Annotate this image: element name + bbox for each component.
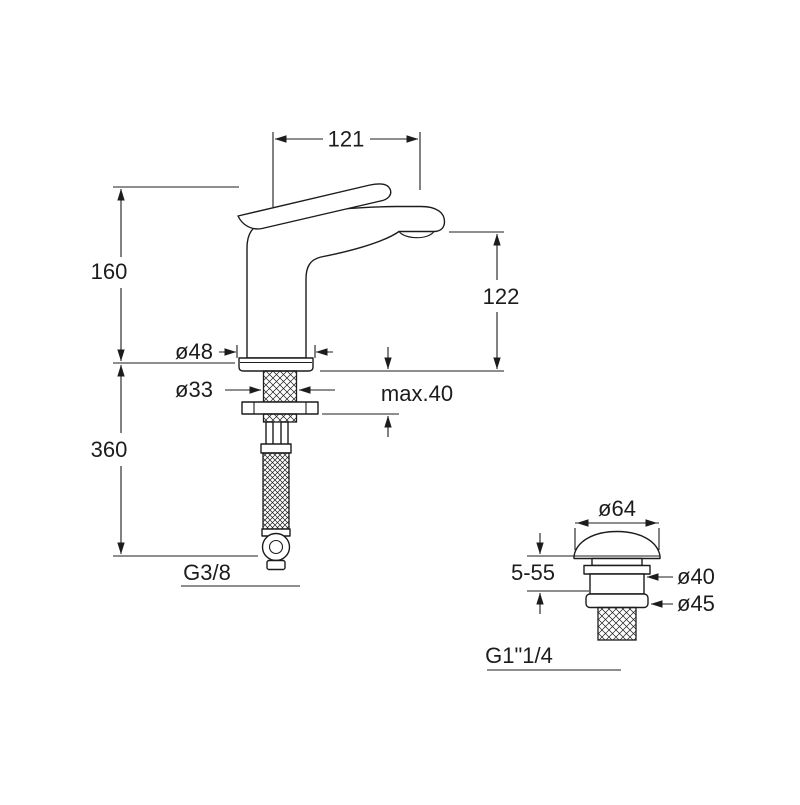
shank-diameter-label: ø33 (175, 377, 213, 402)
mixer-front-view (237, 183, 446, 571)
faucet-body-spout (246, 205, 446, 359)
waste-thread-label: G1"1/4 (485, 643, 553, 668)
flange-diameter-label: ø45 (677, 591, 715, 616)
dimension-total-height: 360 (91, 364, 258, 557)
neck-diameter-label: ø40 (677, 564, 715, 589)
dimension-neck-diameter: ø40 (646, 564, 715, 589)
clamp-range-label: 5-55 (511, 560, 555, 585)
handle-lever (237, 183, 392, 230)
dimension-height-to-top: 160 (91, 186, 239, 364)
dimension-max-mounting: max.40 (322, 347, 453, 437)
supply-tail-right (280, 421, 289, 447)
waste-collar (591, 557, 643, 567)
cap-diameter-label: ø64 (598, 496, 636, 521)
max-mounting-label: max.40 (381, 381, 453, 406)
base-flange (238, 357, 314, 372)
waste-lower-flange (585, 593, 649, 609)
hose-ferrule-top (260, 443, 292, 454)
waste-thread-tail (597, 606, 637, 641)
flexible-hose (262, 452, 290, 531)
dimension-cap-diameter: ø64 (574, 496, 660, 550)
mounting-nut (241, 401, 319, 415)
total-height-label: 360 (91, 437, 128, 462)
dimension-flange-diameter: ø45 (650, 591, 715, 616)
dimension-spout-height: 122 (320, 231, 520, 372)
aerator-icon (398, 231, 435, 239)
dimension-base-diameter: ø48 (175, 339, 333, 364)
popup-waste-view: ø64 5-55 ø40 ø45 G1"1/4 (485, 496, 715, 671)
supply-thread-label: G3/8 (183, 560, 231, 585)
waste-cap (573, 530, 661, 560)
hose-nut (261, 532, 291, 562)
waste-upper-flange (583, 564, 651, 575)
supply-tail-left (265, 421, 274, 447)
spout-reach-label: 121 (328, 127, 365, 152)
waste-body (589, 573, 645, 595)
spout-height-label: 122 (483, 284, 520, 309)
height-to-top-label: 160 (91, 259, 128, 284)
dimension-supply-thread: G3/8 (181, 560, 300, 587)
threaded-shank (262, 370, 298, 403)
dimension-shank-diameter: ø33 (175, 377, 335, 402)
hose-thread-tail (266, 559, 286, 571)
dimension-clamp-range: 5-55 (511, 533, 589, 614)
dimension-spout-reach: 121 (272, 127, 421, 207)
dimension-waste-thread: G1"1/4 (485, 643, 621, 671)
base-diameter-label: ø48 (175, 339, 213, 364)
